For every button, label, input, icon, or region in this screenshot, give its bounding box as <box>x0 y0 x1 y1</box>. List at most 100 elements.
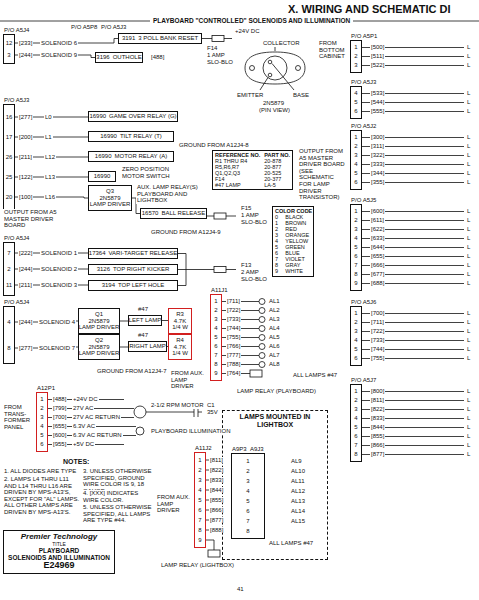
pin-number: 5 <box>232 496 264 506</box>
table-cell: ORANGE <box>285 232 312 238</box>
label-text: L0 <box>44 114 53 121</box>
pin-number: 6 <box>195 505 205 515</box>
wire-number: [764] <box>226 370 241 377</box>
label-text: 41 <box>236 586 245 593</box>
pin-number: 7 <box>195 515 205 525</box>
wire-number: [344] <box>370 170 385 177</box>
label-text: BASE <box>292 92 310 99</box>
wire-number: [766] <box>226 343 241 350</box>
connector-block: P/O A5J3456 <box>350 86 362 119</box>
table-cell: YELLOW <box>285 238 312 244</box>
component-label: Q1 <box>95 311 103 318</box>
connector-block: P/O A5J31617262520 <box>3 104 15 210</box>
label-text: GROUND FROM A12J4-7 <box>96 368 168 375</box>
transistor-flange <box>245 52 305 84</box>
connector-block: A12P1123456 <box>36 392 48 452</box>
relay-symbol <box>208 550 220 557</box>
label-text: OUTPUT FROM A5 MASTER DRIVER BOARD (SEE … <box>298 148 348 201</box>
table-cell: WHITE <box>285 268 312 274</box>
connector-name: P/O A5J6 <box>351 299 376 306</box>
connector-block: P/O A5J712345678 <box>350 384 362 462</box>
table-cell: 7 <box>275 256 281 262</box>
component-label: 16990 <box>94 173 111 180</box>
label-text: 4. [XXX] INDICATES WIRE COLOR. <box>82 490 156 503</box>
wire-number: [600] <box>52 432 67 439</box>
connector-name: A12P1 <box>37 385 55 392</box>
table-cell: BLACK <box>285 214 312 220</box>
pin-number: 5 <box>351 345 361 354</box>
wire-number: [733] <box>370 337 385 344</box>
coil-box: RIGHT LAMP <box>128 341 167 352</box>
label-text: FROM AUX. LAMP DRIVER <box>156 494 192 514</box>
lamp-symbol <box>259 326 265 332</box>
leader-line <box>260 47 294 90</box>
label-text: F13 <box>240 262 252 269</box>
wire-number: [744] <box>370 346 385 353</box>
component-label: 4.7K <box>174 318 186 325</box>
pin-number: 7 <box>211 351 221 360</box>
wire-number: [811] <box>209 457 224 464</box>
label-text: AL14 <box>290 508 306 515</box>
connector-block: A11J2123456789 <box>194 452 206 548</box>
label-text: AL13 <box>290 498 306 505</box>
label-text: L13 <box>44 174 56 181</box>
coil-box: 16990MOTOR RELAY (A) <box>88 151 174 162</box>
label-text: L <box>466 319 471 326</box>
fuse-symbol <box>214 213 226 219</box>
label-text: L <box>466 433 471 440</box>
wire-number: [277] <box>18 114 33 121</box>
label-text: L <box>466 406 471 413</box>
component-label: TOP LEFT HOLE <box>118 282 164 289</box>
pin-number: 1 <box>351 309 361 318</box>
label-text: L <box>466 262 471 269</box>
lamp-symbol <box>259 299 265 305</box>
pin-number: 26 <box>4 147 14 167</box>
label-text: L <box>466 53 471 60</box>
pin-number: 4 <box>351 89 361 98</box>
lamp-symbol <box>259 317 265 323</box>
pin-number: 3 <box>351 327 361 336</box>
label-text: P/O A5P8 <box>70 24 98 31</box>
label-text: ALL LAMPS #47 <box>292 372 338 379</box>
wire-number: [755] <box>226 334 241 341</box>
label-text: L <box>466 328 471 335</box>
table-cell: BLUE <box>285 250 312 256</box>
wire-number: [877] <box>370 451 385 458</box>
wire-connector <box>120 321 128 322</box>
label-text: F14 <box>206 45 218 52</box>
table-cell: RED <box>285 226 312 232</box>
table-cell: VIOLET <box>285 256 312 262</box>
label-text: OUTPUT FROM A5 MASTER DRIVER BOARD <box>3 209 75 229</box>
fuse-symbol <box>214 267 226 273</box>
wire-number: [833] <box>370 415 385 422</box>
label-text: AL1 <box>268 298 281 305</box>
label-text: L <box>466 310 471 317</box>
wire-connector <box>120 347 128 348</box>
wire-number: [555] <box>370 108 385 115</box>
label-text: L <box>466 179 471 186</box>
label-text: L <box>466 208 471 215</box>
label-text: +24V DC <box>234 28 261 35</box>
label-text: L <box>466 143 471 150</box>
wire-number: [211] <box>18 154 33 161</box>
label-text: SOLENOID 4 <box>38 319 76 326</box>
coil-box: 16990TILT RELAY (T) <box>88 131 174 142</box>
wire-number: [877] <box>209 517 224 524</box>
label-text: C1 <box>206 402 216 409</box>
coil-box: 3196OUTHOLE <box>95 52 143 63</box>
label-text: L <box>466 451 471 458</box>
label-text: P/O A5J3 <box>100 24 127 31</box>
pin-number: 1 <box>351 43 361 52</box>
label-text: AL4 <box>268 325 281 332</box>
label-text: LAMP RELAY (PLAYBOARD) <box>236 388 317 395</box>
label-text: 2. LAMPS L4 THRU L11 AND L14 THRU L16 AR… <box>3 476 81 516</box>
pin-number: 3 <box>37 413 47 422</box>
wire-number: [855] <box>370 433 385 440</box>
component-label: TOP RIGHT KICKER <box>113 266 169 273</box>
connector-name: P/O A5J5 <box>351 197 376 204</box>
wire-number: [222] <box>18 250 33 257</box>
table-cell: 8 <box>275 262 281 268</box>
table-cell: F14 <box>215 176 260 182</box>
pin-number: 5 <box>351 423 361 432</box>
table-cell: 1 <box>275 220 281 226</box>
